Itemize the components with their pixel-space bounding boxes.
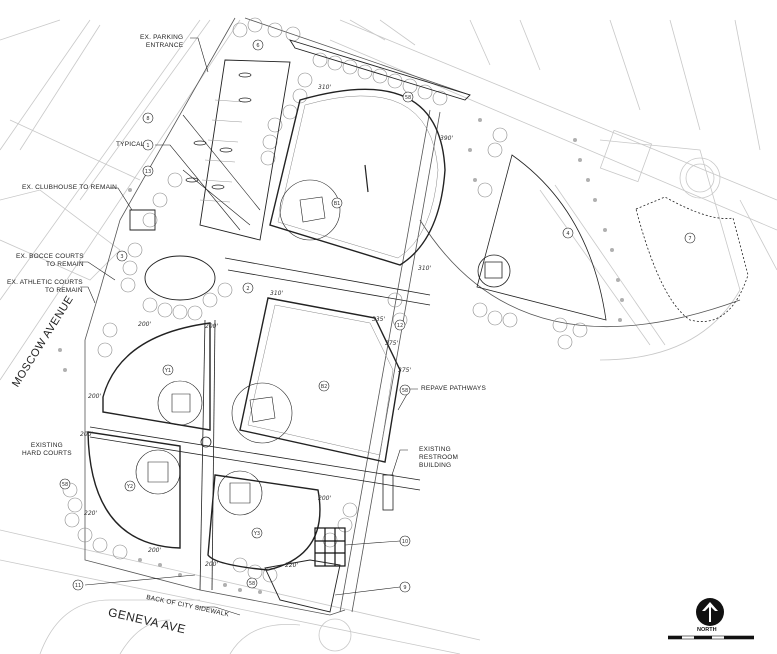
leader-lines bbox=[80, 37, 418, 616]
scale-bar bbox=[668, 635, 754, 640]
north-label: NORTH bbox=[697, 627, 717, 633]
dim-b1-left: 310' bbox=[318, 84, 331, 91]
field-label-y1: Y1 bbox=[164, 368, 171, 374]
dim-b2-left: 310' bbox=[270, 290, 283, 297]
keynote-labels: 1 8 13 3 2 6 12 58 11 10 9 58 58 58 B1 B… bbox=[62, 43, 692, 591]
field-label-y3: Y3 bbox=[253, 531, 260, 537]
keynote-13: 13 bbox=[145, 169, 151, 175]
keynote-58d: 58 bbox=[405, 95, 411, 101]
field-b2 bbox=[231, 297, 401, 463]
bocce-courts-oval bbox=[144, 255, 216, 301]
callout-ex-parking-entrance: EX. PARKING ENTRANCE bbox=[140, 34, 184, 49]
plaza-9 bbox=[264, 559, 341, 613]
keynote-9: 9 bbox=[403, 585, 406, 591]
keynote-markers bbox=[59, 39, 696, 593]
dim-b1-center: 390' bbox=[440, 135, 453, 142]
dim-y2-top: 200' bbox=[80, 431, 93, 438]
keynote-8: 8 bbox=[146, 116, 149, 122]
dim-b2-center: 375' bbox=[385, 340, 398, 347]
field-label-7: 7 bbox=[688, 236, 691, 242]
keynote-58c: 58 bbox=[249, 581, 255, 587]
field-b1 bbox=[269, 88, 446, 266]
north-arrow-icon bbox=[696, 598, 724, 626]
dim-b2-rc: 375' bbox=[398, 367, 411, 374]
dim-y2-right: 200' bbox=[148, 547, 161, 554]
restroom-building bbox=[382, 474, 394, 511]
callout-typical: TYPICAL bbox=[116, 141, 145, 148]
dim-y2-left: 200' bbox=[88, 393, 101, 400]
tree-canopy bbox=[62, 17, 588, 583]
parking-lot bbox=[185, 39, 471, 241]
callout-existing-restroom: EXISTING RESTROOM BUILDING bbox=[419, 446, 459, 469]
dimension-labels: 310' 390' 310' 310' 335' 375' 375' 200' … bbox=[80, 84, 453, 569]
lot-lines bbox=[0, 19, 777, 654]
field-label-b1: B1 bbox=[334, 201, 341, 207]
dim-y3-center: 220' bbox=[285, 562, 298, 569]
keynote-1: 1 bbox=[146, 143, 149, 149]
keynote-58b: 58 bbox=[62, 482, 68, 488]
dim-y2-center: 220' bbox=[84, 510, 97, 517]
callout-repave-pathways: REPAVE PATHWAYS bbox=[421, 385, 487, 392]
dim-b1-right: 310' bbox=[418, 265, 431, 272]
clubhouse bbox=[129, 209, 156, 231]
central-pathways bbox=[89, 257, 431, 591]
keynote-58a: 58 bbox=[402, 388, 408, 394]
keynote-2: 2 bbox=[246, 286, 249, 292]
callout-ex-athletic: EX. ATHLETIC COURTS TO REMAIN bbox=[7, 279, 83, 294]
field-y3 bbox=[207, 470, 321, 571]
keynote-6: 6 bbox=[256, 43, 259, 49]
keynote-3: 3 bbox=[120, 254, 123, 260]
field-4 bbox=[476, 154, 607, 321]
dim-b2-lc: 335' bbox=[372, 316, 385, 323]
field-label-y2: Y2 bbox=[126, 484, 133, 490]
shade-structure bbox=[314, 527, 346, 567]
callout-ex-clubhouse: EX. CLUBHOUSE TO REMAIN bbox=[22, 184, 118, 191]
callout-ex-bocce: EX. BOCCE COURTS TO REMAIN bbox=[16, 253, 84, 268]
field-y2 bbox=[87, 431, 181, 549]
small-trees bbox=[58, 118, 624, 594]
dim-y1-left: 200' bbox=[138, 321, 151, 328]
field-y1 bbox=[102, 322, 211, 431]
dim-y1-right: 200' bbox=[205, 323, 218, 330]
keynote-11: 11 bbox=[75, 583, 81, 589]
field-label-4: 4 bbox=[566, 231, 569, 237]
keynote-12: 12 bbox=[397, 323, 403, 329]
keynote-10: 10 bbox=[402, 539, 408, 545]
dim-y3-left: 200' bbox=[318, 495, 331, 502]
callout-existing-hard-courts: EXISTING HARD COURTS bbox=[22, 442, 72, 457]
park-perimeter bbox=[84, 17, 741, 616]
field-label-b2: B2 bbox=[321, 384, 328, 390]
dim-y3-right: 200' bbox=[205, 561, 218, 568]
